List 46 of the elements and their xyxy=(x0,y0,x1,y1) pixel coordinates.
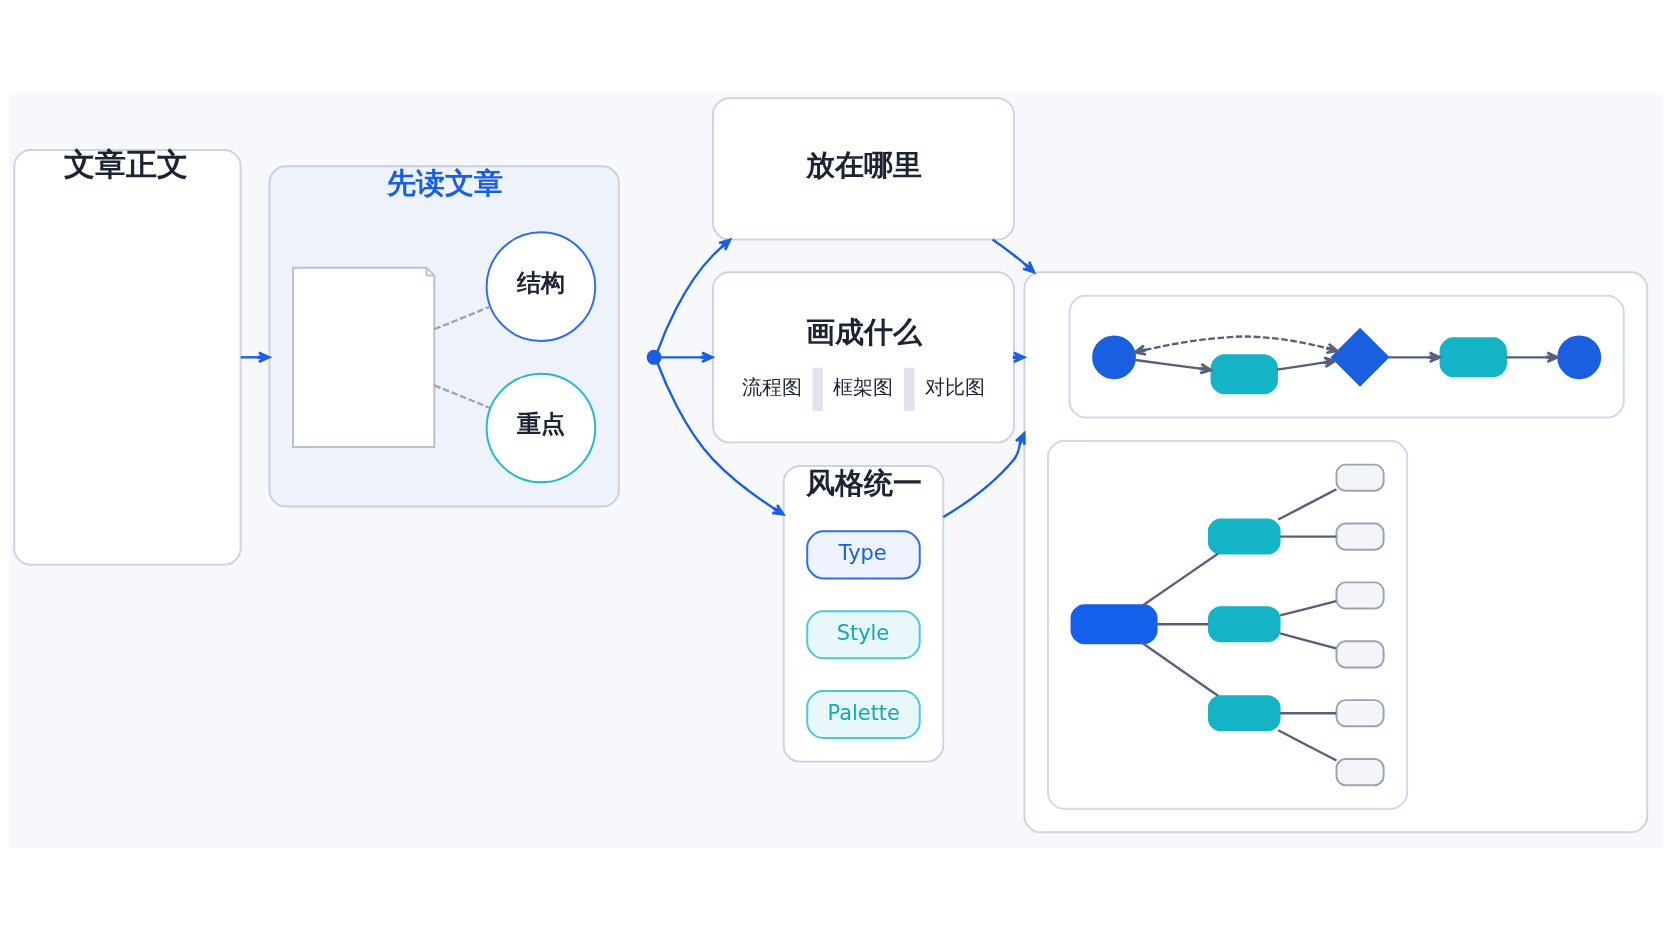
node-box: Palette xyxy=(806,690,921,740)
connector xyxy=(434,305,491,331)
arrow xyxy=(660,351,714,364)
node-box xyxy=(1335,463,1385,492)
connector xyxy=(1279,600,1337,617)
node-box xyxy=(1207,695,1281,732)
node-box xyxy=(1070,604,1158,645)
node-circle xyxy=(1557,335,1602,380)
node-box xyxy=(1207,606,1281,643)
node-circle xyxy=(646,349,662,365)
node-box xyxy=(1335,699,1385,728)
node-box: 文章正文 xyxy=(13,148,242,566)
connector xyxy=(1277,488,1337,521)
node-box xyxy=(1335,758,1385,787)
node-box xyxy=(1210,354,1278,395)
connector xyxy=(1279,632,1337,650)
connector xyxy=(1277,729,1337,762)
node-box xyxy=(1335,640,1385,669)
connector xyxy=(1280,535,1337,538)
arrow xyxy=(1135,358,1213,375)
arrow xyxy=(1388,351,1442,364)
node-box xyxy=(1207,518,1281,555)
connector xyxy=(1142,642,1219,698)
node-diamond xyxy=(1330,327,1390,387)
connector xyxy=(1280,712,1337,715)
arrow xyxy=(656,362,785,516)
arrow xyxy=(991,238,1036,274)
node-circle: 重点 xyxy=(485,372,597,484)
arrow xyxy=(1276,356,1337,371)
node-box: 放在哪里 xyxy=(712,97,1015,241)
arrow xyxy=(942,432,1026,519)
arrow xyxy=(656,238,732,352)
node-box xyxy=(1335,522,1385,551)
arrow xyxy=(1133,335,1339,356)
cluster xyxy=(1068,294,1625,419)
connector xyxy=(1156,623,1209,626)
connector xyxy=(1142,552,1219,607)
cluster xyxy=(1047,440,1409,810)
node-circle xyxy=(1092,335,1136,380)
node-box xyxy=(1335,581,1385,610)
node-box: Style xyxy=(806,610,921,660)
connector xyxy=(434,384,491,410)
node-box: Type xyxy=(806,530,921,580)
arrow xyxy=(1506,351,1560,364)
node-circle: 结构 xyxy=(485,231,597,342)
node-box xyxy=(1439,337,1507,378)
